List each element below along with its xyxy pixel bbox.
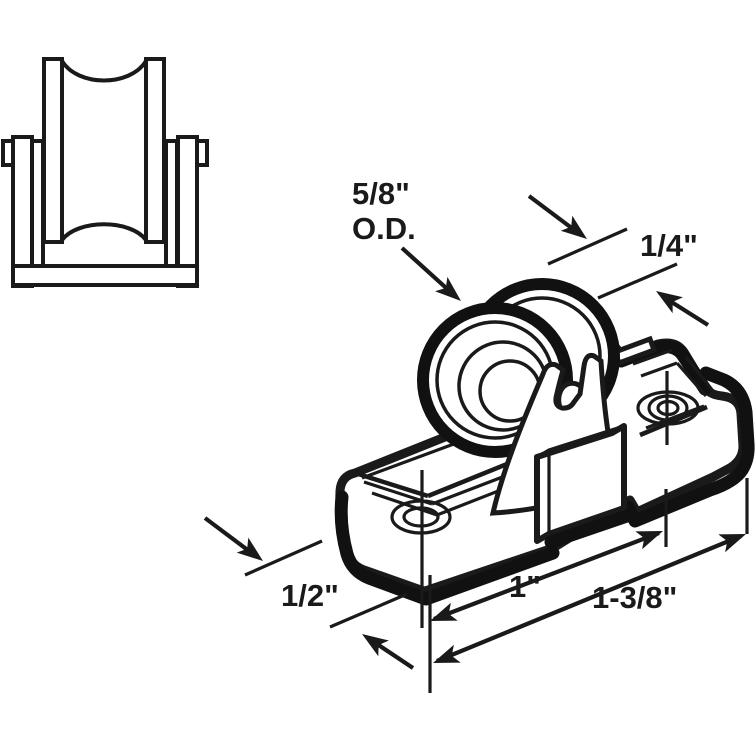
pad-floor-rear-edge <box>640 361 678 378</box>
dim-138-arrowhead-right <box>718 534 746 553</box>
roller-bracket-isometric-view <box>334 278 755 606</box>
inset-outer-wall-right <box>176 135 199 288</box>
dimension-annotations: 5/8" O.D. 1/4" 1/2" <box>203 176 749 693</box>
dim-one-line <box>433 531 660 621</box>
right-shadow-edge <box>621 366 755 528</box>
dim-one-three-eighths: 1-3/8" <box>433 534 746 663</box>
bottom-shadow-edge <box>334 490 560 606</box>
dim-quarter-tick-lower <box>597 262 678 300</box>
inset-outer-wall-left <box>11 135 34 288</box>
dim-quarter-arrowhead-lower <box>656 291 683 314</box>
pad-floor-front-edge <box>645 404 705 430</box>
dim-138-line <box>436 534 742 663</box>
inset-groove-top-curve <box>60 59 148 83</box>
dim-one-arrowhead-left <box>430 602 458 621</box>
dim-od-arrowhead <box>435 276 461 301</box>
front-tab-block <box>534 423 634 549</box>
dim-quarter-arrowhead-upper <box>560 215 587 239</box>
dim-quarter-label: 1/4" <box>640 228 698 263</box>
dim-half-arrowhead-lower <box>362 634 389 657</box>
dim-one-arrowhead-right <box>635 531 663 550</box>
dim-od-label-line1: 5/8" <box>352 176 410 211</box>
inset-groove-bottom-curve <box>60 222 148 242</box>
pad-floor-right-edge <box>675 361 708 398</box>
pulley-front-view-inset <box>1 57 209 288</box>
tab-edges <box>536 424 625 534</box>
dim-od-label-line2: O.D. <box>352 211 416 246</box>
pad-inner-rim-rear <box>632 348 673 366</box>
dim-quarter-tick-upper <box>547 227 628 266</box>
dim-half-tick-lower <box>329 592 408 629</box>
dim-half-tick-upper <box>244 539 323 577</box>
inset-inner-wall-right <box>164 139 179 268</box>
dim-138-arrowhead-left <box>433 644 461 663</box>
dim-one: 1" <box>430 531 663 621</box>
dim-138-label: 1-3/8" <box>592 580 677 615</box>
pad-inner-rim-right <box>684 356 715 392</box>
tab-shadow-edge <box>544 509 634 549</box>
tab-outline <box>534 423 627 544</box>
inset-bottom-slab <box>11 264 199 287</box>
dim-half-label: 1/2" <box>281 578 339 613</box>
dim-half: 1/2" <box>203 516 415 670</box>
dim-od: 5/8" O.D. <box>352 176 461 301</box>
inset-wheel-flange-right <box>144 57 166 244</box>
dim-half-arrowhead-upper <box>236 537 263 561</box>
dim-quarter: 1/4" <box>527 194 710 327</box>
inset-inner-wall-left <box>30 139 45 268</box>
inset-wheel-flange-left <box>42 57 64 244</box>
